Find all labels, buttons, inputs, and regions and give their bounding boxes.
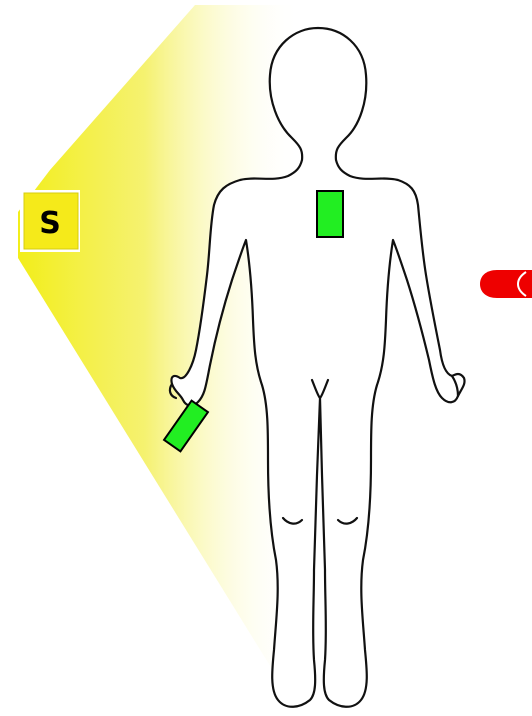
letter-s-badge-icon: S <box>20 190 80 252</box>
red-arrow-icon <box>480 270 532 298</box>
chest-electrode <box>317 191 343 237</box>
badge-label: S <box>39 206 61 241</box>
